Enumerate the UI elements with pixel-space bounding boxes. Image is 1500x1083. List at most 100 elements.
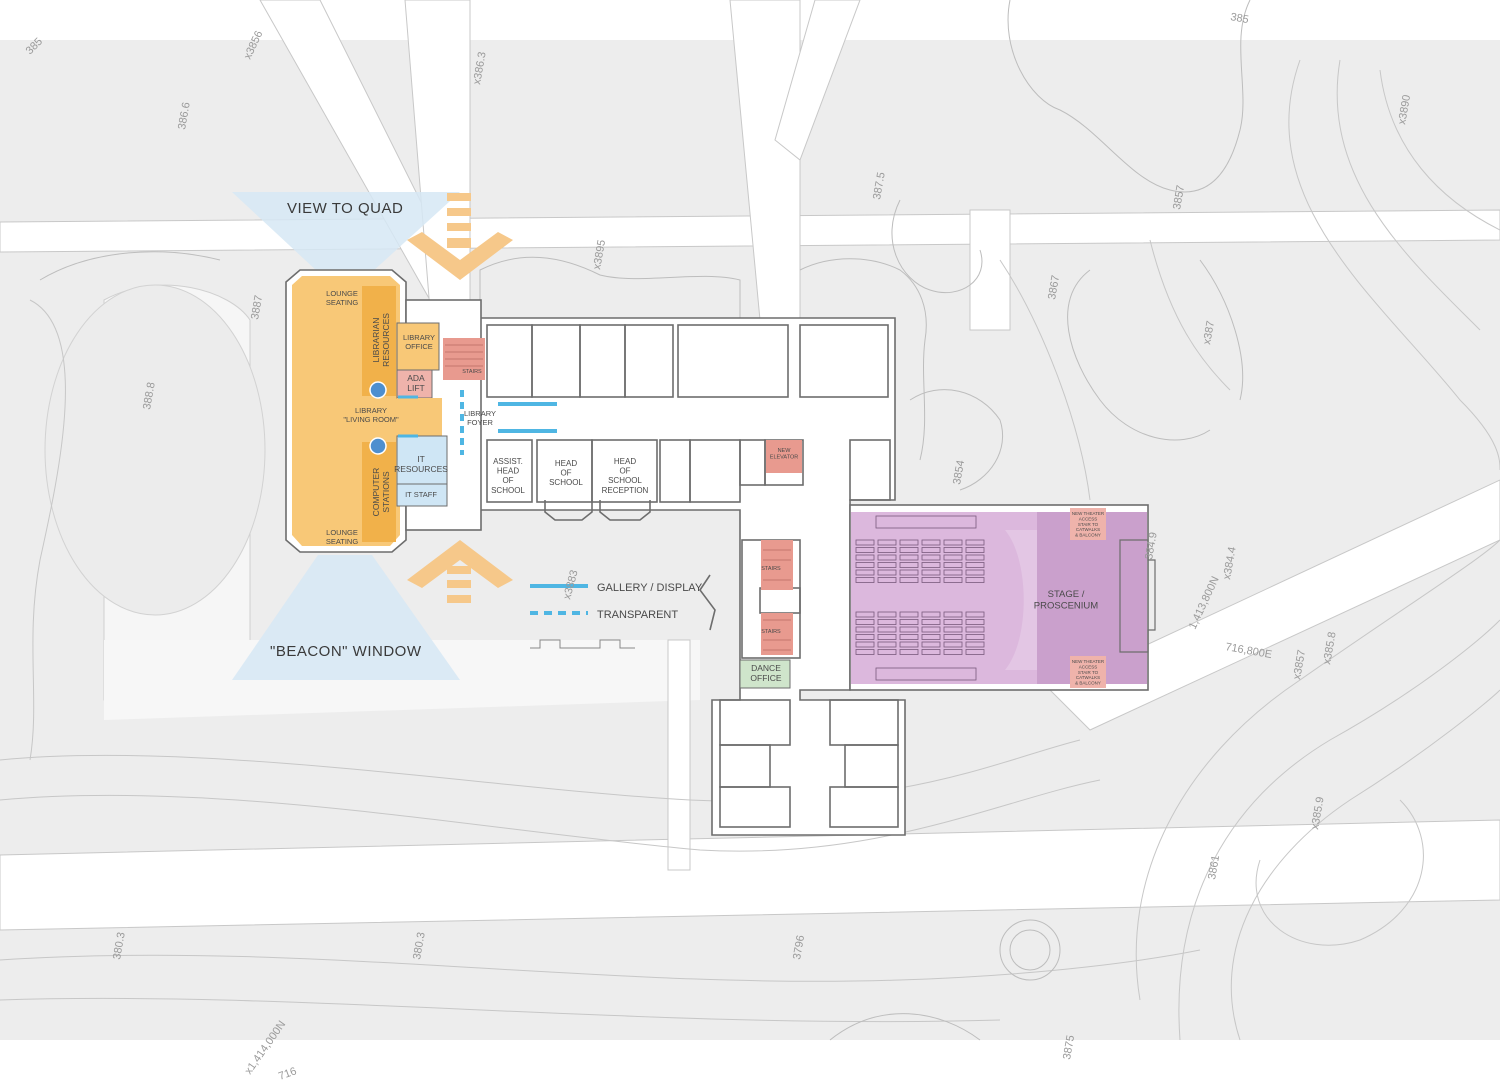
seat-row xyxy=(855,626,875,633)
label-line: STAIR TO xyxy=(1078,670,1099,675)
spot-elevation: 388.8 xyxy=(141,381,158,410)
seat-row xyxy=(943,626,963,633)
seat-row xyxy=(877,641,897,648)
seat-row xyxy=(943,569,963,576)
seat-row xyxy=(921,569,941,576)
label-stairs-low: STAIRS xyxy=(761,629,781,635)
label-line: DANCE xyxy=(751,663,781,673)
seat-row xyxy=(943,649,963,655)
spot-elevation: x3895 xyxy=(591,239,608,271)
label-line: LIFT xyxy=(407,383,424,393)
label-stairs-top: STAIRS xyxy=(462,369,482,375)
seat-row xyxy=(855,569,875,576)
label-line: SEATING xyxy=(326,298,359,307)
gallery-lines xyxy=(398,390,557,455)
label-line: RECEPTION xyxy=(602,486,649,495)
seat-row xyxy=(855,619,875,625)
seat-row xyxy=(943,554,963,561)
label-line: COMPUTER xyxy=(371,468,381,517)
view-cones xyxy=(232,192,460,680)
seat-row xyxy=(877,539,897,546)
label-line: HEAD xyxy=(497,467,519,476)
spot-elevation: 380.3 xyxy=(411,931,428,960)
label-line: CATWALKS xyxy=(1076,527,1100,532)
label-line: ACCESS xyxy=(1079,664,1098,669)
label-line: LIBRARY xyxy=(355,406,387,415)
spot-elevation: 386.6 xyxy=(176,101,193,130)
label-line: OF xyxy=(502,476,513,485)
seat-row xyxy=(899,547,919,553)
seat-row xyxy=(921,641,941,648)
label-line: PROSCENIUM xyxy=(1034,600,1098,611)
label-line: SCHOOL xyxy=(549,478,583,487)
seat-row xyxy=(877,554,897,561)
seat-row xyxy=(855,547,875,553)
label-line: & BALCONY xyxy=(1075,681,1101,686)
seat-row xyxy=(877,569,897,576)
seat-row xyxy=(943,562,963,568)
seat-row xyxy=(921,554,941,561)
seat-row xyxy=(965,641,985,648)
classroom-partitions xyxy=(486,324,899,828)
label-line: NEW THEATER xyxy=(1072,511,1105,516)
seat-row xyxy=(943,611,963,618)
seat-row xyxy=(965,611,985,618)
entry-arrows xyxy=(407,193,513,603)
seat-row xyxy=(877,611,897,618)
spot-elevation: 716 xyxy=(277,1065,298,1083)
seat-row xyxy=(855,562,875,568)
seat-row xyxy=(965,619,985,625)
seat-row xyxy=(855,539,875,546)
vertical-circulation xyxy=(443,338,802,689)
seat-row xyxy=(899,554,919,561)
spot-elevation: x384.4 xyxy=(1221,546,1239,581)
beacon-window-label: "BEACON" WINDOW xyxy=(270,643,422,660)
label-line: HEAD xyxy=(614,457,636,466)
label-line: LOUNGE xyxy=(326,289,358,298)
spot-elevation: 3875 xyxy=(1061,1034,1077,1060)
label-line: STAGE / xyxy=(1048,589,1085,600)
seat-row xyxy=(855,649,875,655)
legend: GALLERY / DISPLAY TRANSPARENT xyxy=(530,582,703,649)
spot-elevation: x386.3 xyxy=(471,51,489,86)
label-line: OFFICE xyxy=(750,673,781,683)
label-line: & BALCONY xyxy=(1075,533,1101,538)
seat-row xyxy=(855,611,875,618)
seat-row xyxy=(921,619,941,625)
spot-elevation: 387.5 xyxy=(871,171,888,200)
seat-row xyxy=(877,562,897,568)
spot-elevation: 384.9 xyxy=(1143,531,1160,560)
seat-row xyxy=(921,634,941,640)
seat-row xyxy=(943,619,963,625)
label-line: STATIONS xyxy=(381,471,391,513)
seat-row xyxy=(943,539,963,546)
spot-elevation: x387 xyxy=(1201,320,1217,346)
seat-row xyxy=(855,634,875,640)
seat-row xyxy=(965,634,985,640)
spot-elevation: 3867 xyxy=(1046,274,1062,300)
spot-elevation: x3890 xyxy=(1396,94,1413,126)
label-line: HEAD xyxy=(555,459,577,468)
seat-row xyxy=(965,569,985,576)
seat-row xyxy=(921,562,941,568)
tree-canopy xyxy=(39,0,1251,1041)
seat-row xyxy=(943,547,963,553)
label-line: ELEVATOR xyxy=(770,455,798,461)
spot-elevation: x3857 xyxy=(1291,649,1308,681)
seat-row xyxy=(855,577,875,583)
label-line: ACCESS xyxy=(1079,516,1098,521)
label-line: OF xyxy=(619,467,630,476)
view-to-quad-label: VIEW TO QUAD xyxy=(287,200,403,217)
label-line: CATWALKS xyxy=(1076,675,1100,680)
seat-row xyxy=(965,547,985,553)
label-line: STAIR TO xyxy=(1078,522,1099,527)
